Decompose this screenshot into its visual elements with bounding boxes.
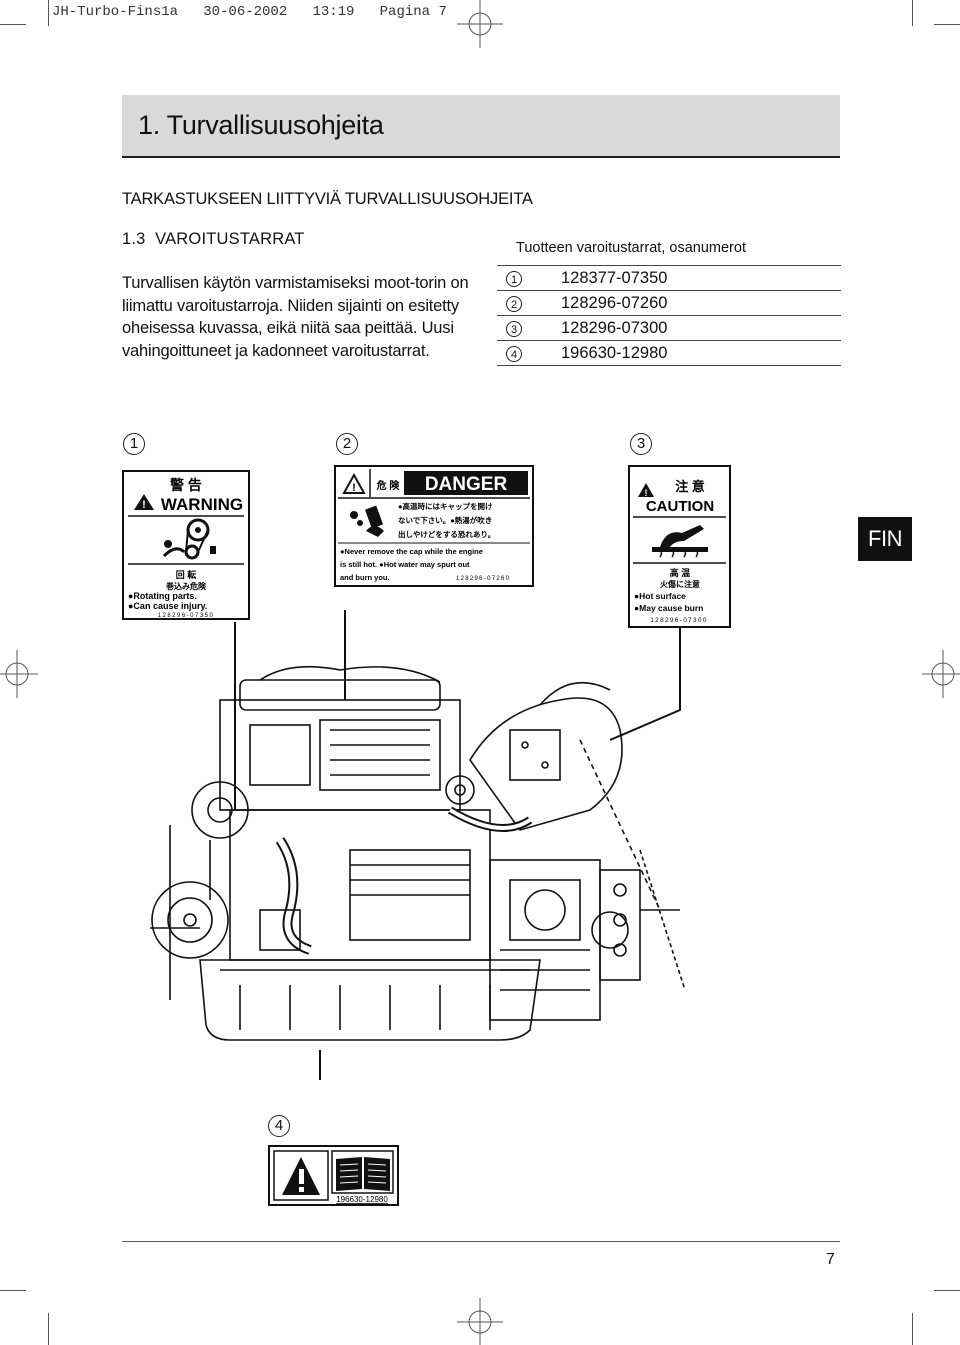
caution-part: 128296-07300 xyxy=(650,617,708,624)
part-number: 196630-12980 xyxy=(561,340,841,366)
engine-illustration xyxy=(150,610,686,1080)
alert-triangle-icon xyxy=(342,472,366,494)
caution-label: ! 注 意 CAUTION 高 温 火傷に注意 ●Hot surface ●Ma… xyxy=(628,465,731,628)
row-marker: 3 xyxy=(506,320,522,337)
read-manual-book-icon xyxy=(336,1157,390,1191)
registration-mark-left xyxy=(0,650,38,698)
danger-line2: is still hot. ●Hot water may spurt out xyxy=(340,560,470,569)
manual-part: 196630-12980 xyxy=(336,1195,388,1204)
parts-table: Tuotteen varoitustarrat, osanumerot 1 12… xyxy=(497,233,841,366)
danger-line3: and burn you. xyxy=(340,573,390,582)
footer-rule xyxy=(122,1241,840,1242)
caution-heading: CAUTION xyxy=(646,498,714,515)
body-paragraph: Turvallisen käytön varmistamiseksi moot-… xyxy=(122,274,469,360)
registration-mark-right xyxy=(922,650,960,698)
parts-table-header: Tuotteen varoitustarrat, osanumerot xyxy=(497,233,841,266)
page-title: 1. Turvallisuusohjeita xyxy=(138,110,384,140)
row-marker: 2 xyxy=(506,295,522,312)
print-slug: JH-Turbo-Fins1a 30-06-2002 13:19 Pagina … xyxy=(52,4,447,20)
danger-jp3: 出しやけどをする恐れあり。 xyxy=(398,529,495,539)
danger-jp2: ないで下さい。●熱湯が吹き xyxy=(398,515,492,525)
manual-label: 196630-12980 xyxy=(268,1145,399,1206)
part-number: 128296-07260 xyxy=(561,290,841,316)
table-row: 1 128377-07350 xyxy=(497,265,841,291)
table-row: 4 196630-12980 xyxy=(497,340,841,366)
danger-line1: ●Never remove the cap while the engine xyxy=(340,547,483,556)
caution-kanji3: 火傷に注意 xyxy=(660,579,700,589)
warning-heading: WARNING xyxy=(161,495,243,514)
warning-part: 128296-07350 xyxy=(158,613,215,618)
svg-text:!: ! xyxy=(142,499,146,511)
danger-kanji: 危 険 xyxy=(377,479,401,492)
title-band: 1. Turvallisuusohjeita xyxy=(122,95,840,158)
hot-surface-icon xyxy=(652,525,708,558)
marker-1: 1 xyxy=(123,433,145,455)
hot-water-burn-icon xyxy=(350,505,384,537)
marker-4: 4 xyxy=(268,1115,290,1137)
belt-entanglement-icon xyxy=(162,518,216,560)
danger-label: ! 危 険 DANGER ●高温時にはキャップを開け ないで下さい。●熱湯が吹き… xyxy=(334,465,534,587)
section-heading: 1.3 VAROITUSTARRAT xyxy=(122,230,305,248)
marker-3: 3 xyxy=(630,433,652,455)
svg-text:!: ! xyxy=(352,482,356,494)
warning-kanji3: 巻込み危険 xyxy=(165,581,207,591)
danger-heading: DANGER xyxy=(425,474,508,495)
part-number: 128296-07300 xyxy=(561,315,841,341)
warning-kanji2: 回 転 xyxy=(176,569,197,580)
danger-jp1: ●高温時にはキャップを開け xyxy=(398,501,493,511)
language-tab: FIN xyxy=(858,517,912,561)
alert-triangle-icon xyxy=(134,494,154,510)
warning-line2: ●Can cause injury. xyxy=(128,601,207,611)
warning-label: 警 告 ! WARNING 回 転 巻込み危険 ●Rotating parts.… xyxy=(122,470,250,620)
svg-text:!: ! xyxy=(645,488,648,498)
caution-kanji: 注 意 xyxy=(675,479,705,494)
danger-part: 128296-07260 xyxy=(456,576,510,582)
warning-kanji: 警 告 xyxy=(170,477,202,493)
row-marker: 4 xyxy=(506,345,522,362)
alert-triangle-icon xyxy=(638,483,654,497)
marker-2: 2 xyxy=(336,433,358,455)
row-marker: 1 xyxy=(506,270,522,287)
part-number: 128377-07350 xyxy=(561,265,841,291)
registration-mark-top xyxy=(457,0,503,48)
table-row: 2 128296-07260 xyxy=(497,290,841,316)
table-row: 3 128296-07300 xyxy=(497,315,841,341)
page-number: 7 xyxy=(826,1251,835,1268)
caution-kanji2: 高 温 xyxy=(670,567,691,578)
warning-line1: ●Rotating parts. xyxy=(128,591,197,601)
subheading: TARKASTUKSEEN LIITTYVIÄ TURVALLISUUSOHJE… xyxy=(122,190,533,208)
caution-line2: ●May cause burn xyxy=(634,603,703,613)
registration-mark-bottom xyxy=(457,1298,503,1345)
caution-line1: ●Hot surface xyxy=(634,591,686,601)
